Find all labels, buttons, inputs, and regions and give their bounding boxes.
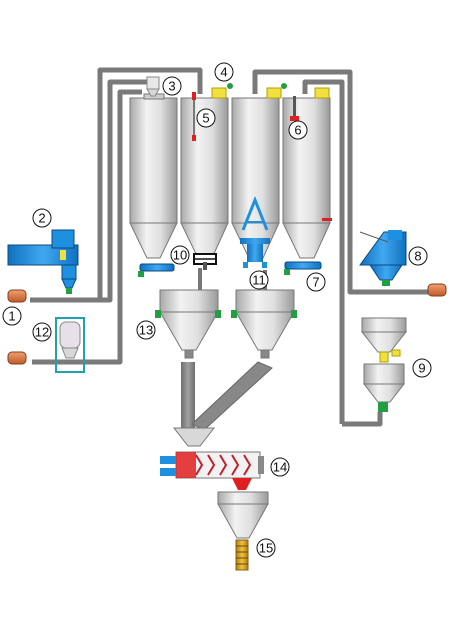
- hopper-left: [155, 268, 221, 359]
- label-14: 14: [270, 457, 290, 477]
- label-12-text: 12: [35, 325, 49, 340]
- filter-receiver: [359, 230, 407, 286]
- label-13-text: 13: [139, 323, 153, 338]
- pipe-right-to-silo-3: [252, 69, 432, 295]
- screw-conveyor-icon: [138, 261, 322, 277]
- label-10: 10: [170, 245, 190, 265]
- label-14-text: 14: [273, 460, 287, 475]
- label-4: 4: [214, 62, 234, 82]
- pipe-right-to-silo-4: [302, 79, 345, 424]
- label-9-text: 9: [418, 361, 425, 376]
- label-10-text: 10: [173, 248, 187, 263]
- hopper-right: [231, 270, 297, 359]
- conveying-pipes: [30, 67, 432, 427]
- label-8-text: 8: [414, 249, 421, 264]
- label-2: 2: [32, 208, 52, 228]
- label-7: 7: [306, 272, 326, 292]
- label-15: 15: [256, 538, 276, 558]
- label-9: 9: [412, 358, 432, 378]
- rotary-valve: [193, 253, 217, 270]
- storage-silos: [129, 93, 331, 259]
- label-3-text: 3: [168, 79, 175, 94]
- label-13: 13: [136, 320, 156, 340]
- label-11-text: 11: [252, 273, 266, 288]
- cyclone-icon: [146, 76, 160, 97]
- label-6-text: 6: [294, 123, 301, 138]
- label-11: 11: [249, 270, 269, 290]
- label-5: 5: [196, 108, 216, 128]
- label-3: 3: [162, 76, 182, 96]
- silo-4: [282, 97, 331, 259]
- pipe-hopper-9-loop: [342, 412, 383, 427]
- label-2-text: 2: [38, 211, 45, 226]
- mixer-icon: [160, 451, 264, 490]
- big-bag-station: [55, 317, 85, 373]
- finished-product-bin: [217, 491, 269, 571]
- pipe-blower-to-silo-2: [30, 79, 150, 303]
- pipe-bag-station-to-silo: [32, 89, 142, 365]
- silo-1: [129, 93, 178, 259]
- silo-3: [231, 97, 280, 259]
- label-1-text: 1: [8, 309, 15, 324]
- weighing-hoppers: [155, 268, 297, 359]
- label-1: 1: [2, 306, 22, 326]
- bag-station-icon: [240, 195, 270, 268]
- label-5-text: 5: [202, 111, 209, 126]
- label-7-text: 7: [312, 275, 319, 290]
- mixer-screw: [195, 454, 252, 476]
- filter-icon: [211, 83, 330, 99]
- discharge-chutes: [172, 361, 273, 447]
- level-sensor-icon: [192, 92, 332, 221]
- label-12: 12: [32, 322, 52, 342]
- blower-icon: [7, 283, 447, 365]
- label-15-text: 15: [259, 541, 273, 556]
- label-8: 8: [408, 246, 428, 266]
- intermediate-hopper: [360, 317, 408, 412]
- label-4-text: 4: [220, 65, 227, 80]
- cyclone-separator: [7, 229, 79, 294]
- label-6: 6: [288, 120, 308, 140]
